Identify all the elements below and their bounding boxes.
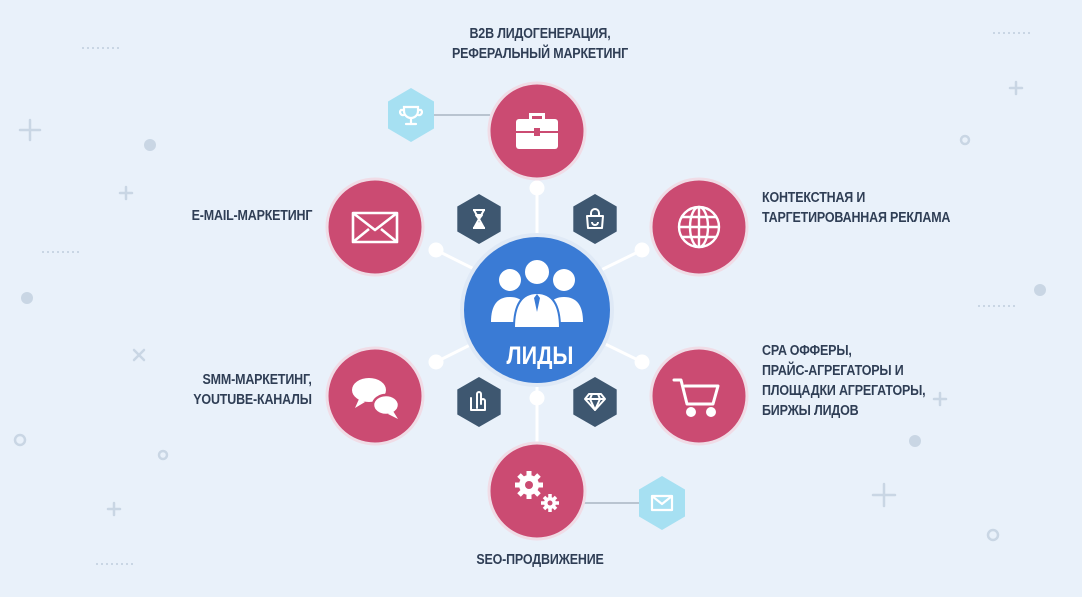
label-seo: SEO-ПРОДВИЖЕНИЕ — [476, 552, 604, 568]
diamond-icon — [584, 393, 606, 411]
background-dashes — [42, 32, 1033, 565]
hexagon-trophy — [388, 88, 434, 142]
shopping-cart-icon — [672, 378, 720, 417]
hexagon-shopping-bag — [573, 194, 617, 244]
node-lower-left — [325, 346, 425, 446]
label-contextual-ads: КОНТЕКСТНАЯ И ТАРГЕТИРОВАННАЯ РЕКЛАМА — [762, 190, 951, 226]
gears-icon — [515, 471, 559, 512]
trophy-icon — [399, 105, 423, 126]
label-smm: SMM-МАРКЕТИНГ, YOUTUBE-КАНАЛЫ — [193, 372, 313, 408]
hourglass-icon — [473, 209, 485, 229]
node-lower-right — [649, 346, 749, 446]
center-node — [460, 233, 614, 387]
background-decorations — [13, 80, 1024, 542]
hex-connectors — [432, 114, 642, 504]
node-upper-right — [649, 177, 749, 277]
hexagon-mail — [639, 476, 685, 530]
briefcase-icon — [516, 113, 558, 149]
node-top — [487, 81, 587, 181]
center-label: ЛИДЫ — [506, 342, 574, 370]
globe-icon — [677, 205, 721, 249]
people-group-icon — [491, 258, 583, 329]
mail-icon — [650, 494, 674, 512]
hexagon-hourglass — [457, 194, 501, 244]
shopping-bag-icon — [586, 208, 604, 229]
background-dots — [21, 139, 1046, 447]
node-upper-left — [325, 177, 425, 277]
label-email-marketing: E-MAIL-МАРКЕТИНГ — [191, 208, 312, 224]
hexagon-touch — [457, 377, 501, 427]
label-cpa-offers: CPA ОФФЕРЫ, ПРАЙС-АГРЕГАТОРЫ И ПЛОЩАДКИ … — [762, 343, 926, 419]
touch-icon — [470, 391, 486, 411]
node-bottom — [487, 441, 587, 541]
envelope-icon — [351, 211, 399, 244]
label-b2b-lead-generation: B2B ЛИДОГЕНЕРАЦИЯ, РЕФЕРАЛЬНЫЙ МАРКЕТИНГ — [451, 26, 629, 62]
chat-bubbles-icon — [352, 378, 401, 419]
hexagon-diamond — [573, 377, 617, 427]
